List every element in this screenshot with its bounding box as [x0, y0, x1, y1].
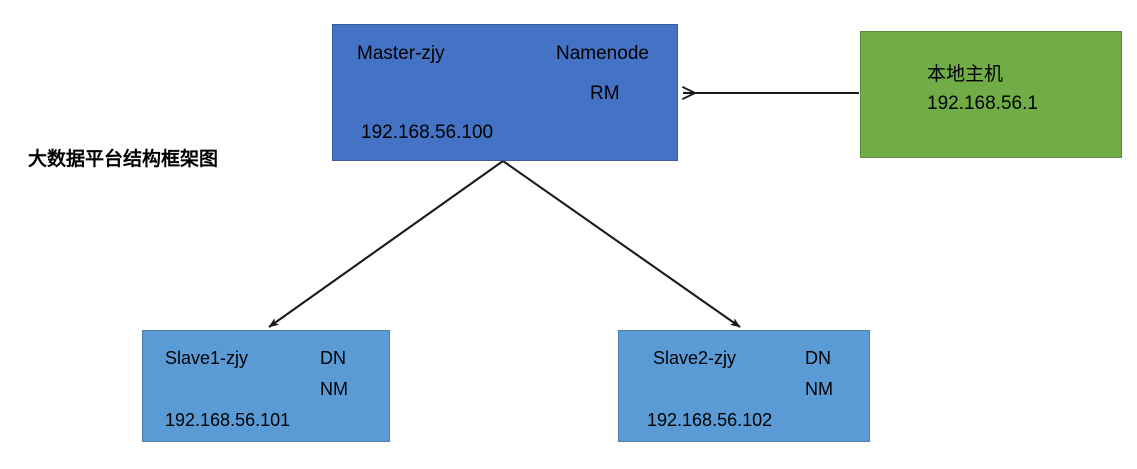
edge-master-to-slave2 — [502, 160, 741, 328]
node-slave1-role-nm: NM — [320, 379, 348, 399]
node-slave1-ip: 192.168.56.101 — [165, 410, 291, 430]
node-master-ip: 192.168.56.100 — [361, 122, 494, 143]
edge-master-to-slave1 — [268, 160, 504, 328]
node-master-role-rm: RM — [590, 83, 620, 104]
node-slave1-role-dn: DN — [320, 348, 346, 368]
node-slave1[interactable]: Slave1-zjy DN NM 192.168.56.101 — [142, 330, 390, 442]
node-local-host-name: 本地主机 — [927, 63, 1004, 85]
node-master-hostname: Master-zjy — [357, 43, 445, 64]
node-slave2[interactable]: Slave2-zjy DN NM 192.168.56.102 — [618, 330, 870, 442]
node-slave1-hostname: Slave1-zjy — [165, 348, 249, 368]
node-master-role-namenode: Namenode — [556, 43, 649, 64]
node-master[interactable]: Master-zjy Namenode RM 192.168.56.100 — [332, 24, 678, 161]
node-slave2-ip: 192.168.56.102 — [647, 410, 773, 430]
node-slave2-role-nm: NM — [805, 379, 833, 399]
node-local-host[interactable]: 本地主机 192.168.56.1 — [860, 31, 1122, 158]
node-local-host-ip: 192.168.56.1 — [927, 93, 1038, 114]
node-slave2-role-dn: DN — [805, 348, 831, 368]
node-slave2-hostname: Slave2-zjy — [653, 348, 737, 368]
page-title: 大数据平台结构框架图 — [28, 148, 219, 170]
